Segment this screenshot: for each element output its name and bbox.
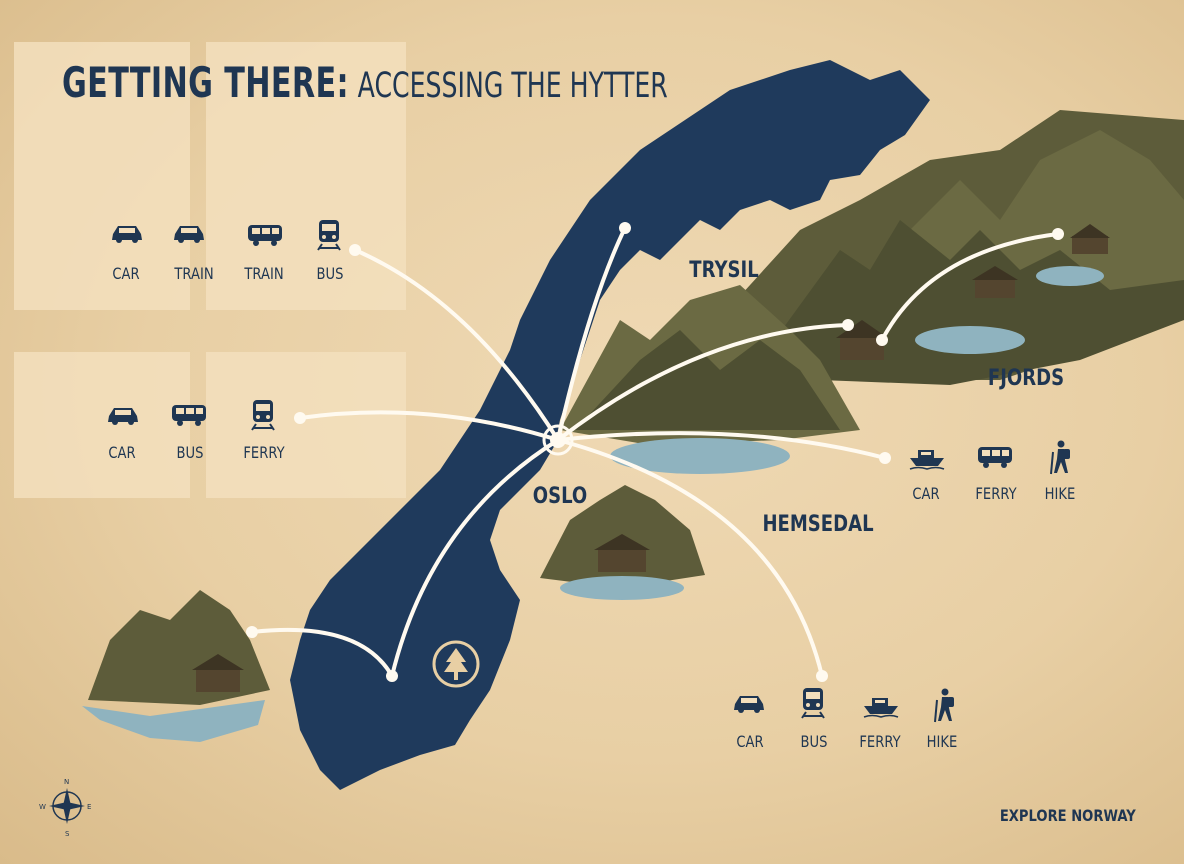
group-right-label-2: HIKE (1044, 484, 1076, 503)
compass-w: W (39, 803, 46, 811)
panel-mid-left (14, 352, 190, 498)
tree-badge-icon (432, 640, 480, 688)
group-right-label-0: CAR (912, 484, 940, 503)
footer-brand: EXPLORE NORWAY (1000, 806, 1136, 825)
group-mid-left-label-0: CAR (108, 443, 136, 462)
trysil-scene (560, 285, 860, 474)
group-bottom-label-0: CAR (736, 732, 764, 751)
car-icon (106, 404, 140, 430)
group-top-left-label-1: TRAIN (174, 264, 214, 283)
car-icon (110, 222, 144, 248)
group-mid-left-label-2: FERRY (243, 443, 285, 462)
train-icon (314, 218, 344, 256)
group-bottom-label-2: FERRY (859, 732, 901, 751)
bus-icon (246, 222, 284, 252)
hiker-icon (1048, 440, 1074, 480)
oslo-scene (540, 485, 705, 600)
bus-icon (170, 402, 208, 432)
panel-top-left (14, 42, 190, 310)
page-title: GETTING THERE:ACCESSING THE HYTTER (62, 58, 668, 107)
bus-icon (976, 444, 1014, 474)
place-label-oslo: OSLO (532, 484, 588, 509)
norway-silhouette (290, 60, 930, 790)
place-label-fjords: FJORDS (987, 366, 1065, 391)
place-label-hemsedal: HEMSEDAL (762, 512, 874, 537)
car-icon (732, 692, 766, 718)
routes (250, 226, 1060, 678)
car-icon (172, 222, 206, 248)
place-label-trysil: TRYSIL (689, 258, 759, 283)
group-bottom-label-1: BUS (800, 732, 828, 751)
title-sub: ACCESSING THE HYTTER (357, 66, 668, 106)
group-top-left-label-2: TRAIN (244, 264, 284, 283)
compass-e: E (87, 803, 91, 811)
panel-mid-right (206, 352, 406, 498)
train-icon (798, 686, 828, 724)
route-nodes (246, 222, 1064, 682)
panel-top-right (206, 42, 406, 310)
ship-icon (908, 444, 946, 474)
fjords-scene (700, 110, 1184, 385)
group-top-left-label-0: CAR (112, 264, 140, 283)
oslo-hub (542, 424, 574, 456)
group-right-label-1: FERRY (975, 484, 1017, 503)
group-top-left-label-3: BUS (316, 264, 344, 283)
ship-icon (862, 692, 900, 722)
train-icon (248, 398, 278, 436)
group-mid-left-label-1: BUS (176, 443, 204, 462)
hiker-icon (932, 688, 958, 728)
title-main: GETTING THERE: (62, 58, 350, 107)
southwest-scene (82, 590, 270, 742)
compass-icon: N S E W (39, 778, 91, 838)
group-bottom-label-3: HIKE (926, 732, 958, 751)
compass-n: N (64, 778, 69, 786)
compass-s: S (65, 830, 70, 838)
